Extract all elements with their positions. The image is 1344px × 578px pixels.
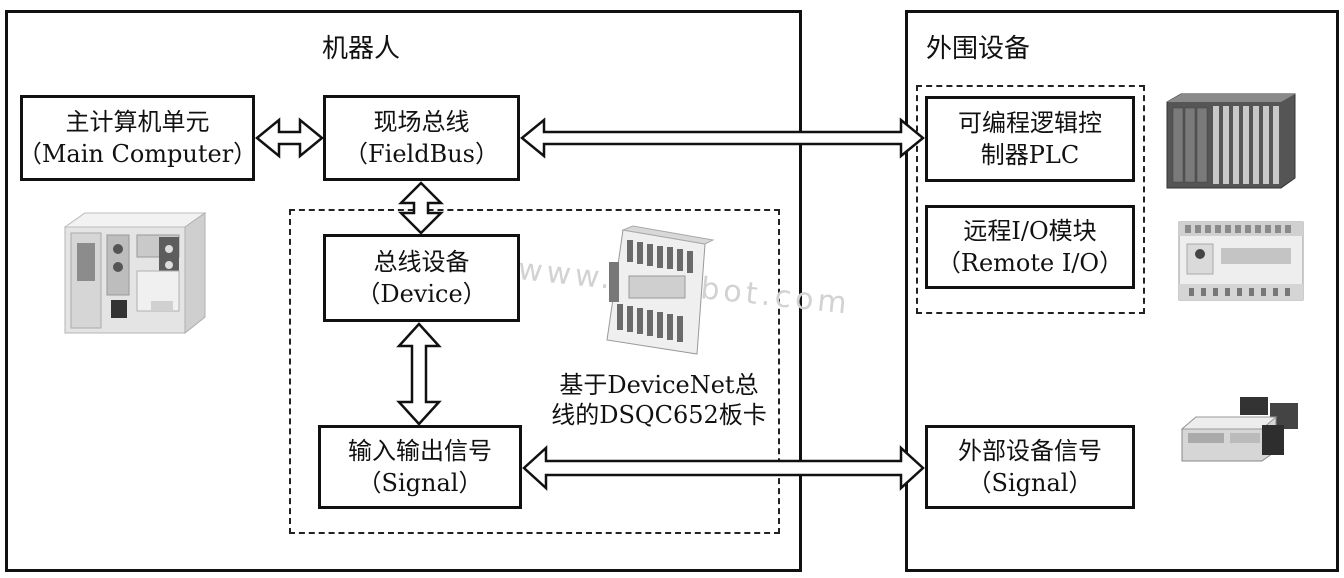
plc-box: 可编程逻辑控 制器PLC xyxy=(925,96,1135,182)
robot-panel xyxy=(5,10,802,572)
fieldbus-box: 现场总线 （FieldBus） xyxy=(323,95,520,181)
arrow-main-computer-fieldbus xyxy=(255,117,324,159)
fieldbus-sublabel: （FieldBus） xyxy=(344,140,499,168)
signal-box: 输入输出信号 （Signal） xyxy=(318,425,522,509)
arrow-device-signal xyxy=(396,322,442,426)
signal-sublabel: （Signal） xyxy=(357,469,483,497)
remote-io-box: 远程I/O模块 （Remote I/O） xyxy=(925,205,1135,289)
signal-label: 输入输出信号 xyxy=(348,437,492,465)
main-computer-photo xyxy=(63,212,207,335)
remote-io-label: 远程I/O模块 xyxy=(963,217,1097,245)
board-caption-line2: 线的DSQC652板卡 xyxy=(551,401,767,429)
device-label: 总线设备 xyxy=(373,248,470,276)
plc-photo xyxy=(1166,93,1296,189)
device-box: 总线设备 （Device） xyxy=(323,234,520,322)
board-caption: 基于DeviceNet总 线的DSQC652板卡 xyxy=(528,370,790,430)
remote-io-photo xyxy=(1178,221,1304,301)
arrow-signal-external xyxy=(522,445,925,491)
board-caption-line1: 基于DeviceNet总 xyxy=(559,371,759,399)
plc-label: 可编程逻辑控 xyxy=(958,109,1102,137)
external-signal-label: 外部设备信号 xyxy=(958,437,1102,465)
arrow-fieldbus-plc xyxy=(520,117,925,159)
device-sublabel: （Device） xyxy=(356,280,487,308)
dsqc652-board-photo xyxy=(606,225,715,355)
peripheral-panel xyxy=(905,10,1339,572)
peripheral-title: 外围设备 xyxy=(926,34,1031,64)
external-signal-sublabel: （Signal） xyxy=(967,469,1093,497)
main-computer-box: 主计算机单元 （Main Computer） xyxy=(17,95,258,181)
solenoid-valve-photo xyxy=(1180,397,1298,462)
networked-peripherals-group xyxy=(916,85,1145,314)
devicenet-group xyxy=(289,209,780,534)
remote-io-sublabel: （Remote I/O） xyxy=(936,249,1124,277)
main-computer-sublabel: （Main Computer） xyxy=(17,140,258,168)
robot-title: 机器人 xyxy=(322,34,401,64)
main-computer-label: 主计算机单元 xyxy=(65,108,210,136)
plc-sublabel: 制器PLC xyxy=(980,141,1080,169)
fieldbus-label: 现场总线 xyxy=(373,108,470,136)
external-signal-box: 外部设备信号 （Signal） xyxy=(925,425,1135,509)
arrow-fieldbus-device xyxy=(397,181,445,235)
